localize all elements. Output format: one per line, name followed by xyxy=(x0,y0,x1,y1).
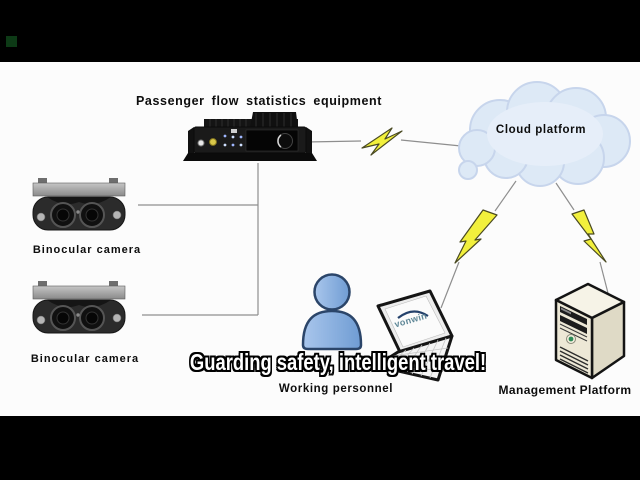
green-indicator xyxy=(6,36,17,47)
line-bolt-to-server xyxy=(599,261,610,298)
subtitle-caption: Guarding safety, intelligent travel! xyxy=(189,349,487,375)
working-personnel-label: Working personnel xyxy=(278,383,394,395)
lightning-bolt-left xyxy=(454,209,498,264)
binocular-camera-top-icon xyxy=(32,177,126,231)
lightning-bolt-horizontal xyxy=(361,127,403,156)
laptop-icon xyxy=(374,289,454,382)
cloud-platform-label: Cloud platform xyxy=(495,124,587,136)
statistics-device-icon xyxy=(183,112,317,161)
line-cloud-to-bolt-left xyxy=(494,180,517,212)
person-icon xyxy=(301,273,363,351)
letterbox-top xyxy=(0,0,640,62)
binocular-camera-top-label: Binocular camera xyxy=(32,244,142,256)
management-platform-label: Management Platform xyxy=(498,383,632,397)
equipment-title: Passenger flow statistics equipment xyxy=(135,94,383,108)
line-device-to-bolt xyxy=(305,140,362,143)
server-icon xyxy=(554,282,626,380)
lightning-bolts xyxy=(361,127,607,264)
line-bolt-to-cloud xyxy=(400,139,462,147)
lightning-bolt-right xyxy=(571,209,607,263)
connector-lines xyxy=(138,139,610,316)
line-bolt-to-laptop xyxy=(440,261,460,309)
letterbox-bottom xyxy=(0,416,640,480)
binocular-camera-bottom-label: Binocular camera xyxy=(30,353,140,365)
cloud-icon xyxy=(458,81,631,187)
binocular-camera-bottom-icon xyxy=(32,280,126,334)
line-cloud-to-bolt-right xyxy=(555,182,575,211)
